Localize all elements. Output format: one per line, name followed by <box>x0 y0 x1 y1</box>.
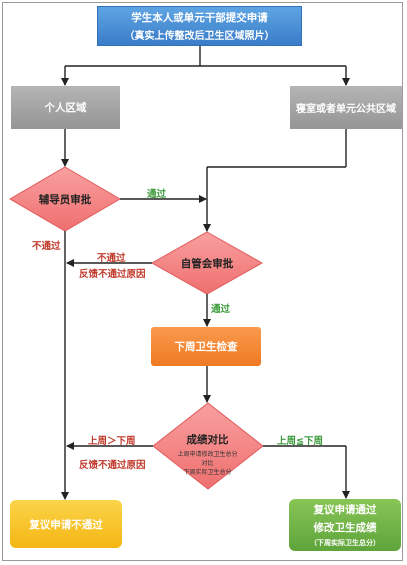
start-title: 学生本人或单元干部提交申请 <box>131 12 268 24</box>
label-compare-fail-reason: 反馈不通过原因 <box>79 460 146 471</box>
result-pass-node: 复议申请通过 修改卫生成绩 （下周实际卫生总分） <box>289 499 401 551</box>
week-check-node: 下周卫生检查 <box>151 327 261 366</box>
label-counselor-pass: 通过 <box>147 189 167 200</box>
committee-review-label: 自管会审批 <box>180 258 234 270</box>
week-check-label: 下周卫生检查 <box>174 341 238 353</box>
public-area-label: 寝室或者单元公共区域 <box>296 104 396 115</box>
compare-line1: 上周申请修改卫生总分 <box>177 452 238 458</box>
label-compare-pass: 上周≦下周 <box>277 436 323 447</box>
personal-area-node: 个人区域 <box>11 86 120 129</box>
result-fail-node: 复议申请不通过 <box>10 500 122 548</box>
label-compare-fail: 上周＞下周 <box>88 436 136 447</box>
diagram-frame <box>2 2 403 561</box>
compare-line3: 下周实际卫生总分 <box>183 470 232 476</box>
result-pass-line2: 修改卫生成绩 <box>313 522 377 534</box>
label-committee-fail: 不通过 <box>97 253 126 264</box>
counselor-review-label: 辅导员审批 <box>38 194 92 206</box>
personal-area-label: 个人区域 <box>44 102 87 114</box>
start-subtitle: （真实上传整改后卫生区域照片） <box>124 31 275 42</box>
label-committee-fail-reason: 反馈不通过原因 <box>79 269 146 280</box>
compare-line2: 对比 <box>201 461 214 467</box>
start-node: 学生本人或单元干部提交申请 （真实上传整改后卫生区域照片） <box>97 6 302 46</box>
label-counselor-fail: 不通过 <box>32 241 61 252</box>
compare-title: 成绩对比 <box>186 434 229 446</box>
compare-diamond <box>152 402 264 490</box>
result-fail-label: 复议申请不通过 <box>29 518 103 531</box>
result-pass-note: （下周实际卫生总分） <box>310 540 380 547</box>
public-area-node: 寝室或者单元公共区域 <box>290 86 402 129</box>
label-committee-pass: 通过 <box>211 304 231 315</box>
result-pass-line1: 复议申请通过 <box>313 504 377 516</box>
